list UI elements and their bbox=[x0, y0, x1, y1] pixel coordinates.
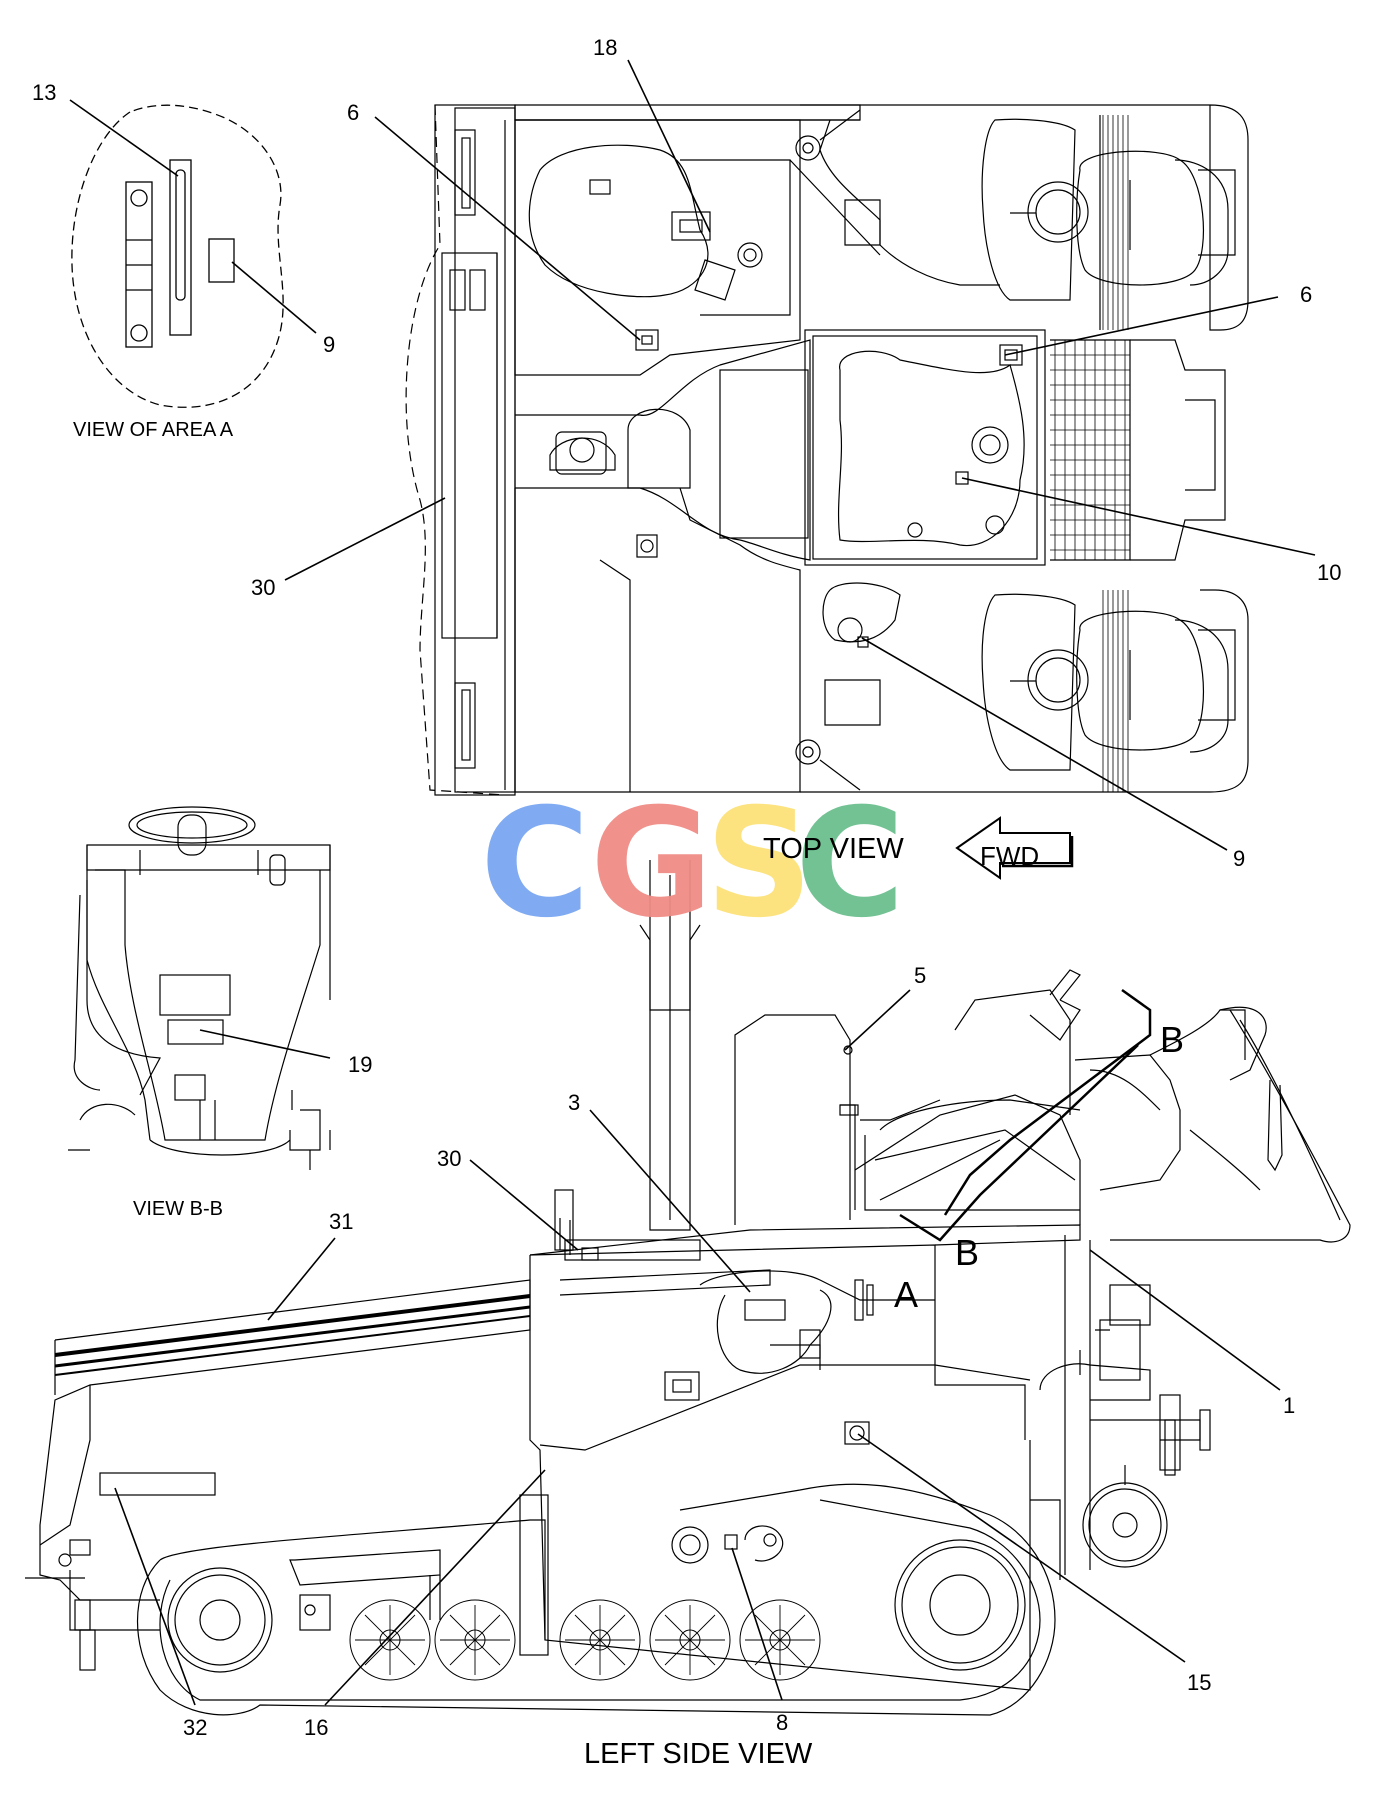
callout-1: 1 bbox=[1283, 1393, 1295, 1418]
section-letter-b-top: B bbox=[1160, 1019, 1184, 1060]
callout-9-area: 9 bbox=[323, 332, 335, 357]
left-side-view-caption: LEFT SIDE VIEW bbox=[584, 1738, 813, 1770]
section-letter-a: A bbox=[894, 1274, 918, 1315]
callout-15: 15 bbox=[1187, 1670, 1211, 1695]
area-a-inset bbox=[71, 104, 284, 408]
watermark-letter-4: C bbox=[795, 777, 905, 951]
callout-leaders bbox=[69, 59, 1316, 1706]
left-side-view bbox=[25, 860, 1351, 1716]
callout-6-left: 6 bbox=[347, 100, 359, 125]
watermark: C G S C bbox=[480, 777, 905, 951]
callout-8: 8 bbox=[776, 1710, 788, 1735]
watermark-letter-2: G bbox=[590, 777, 713, 951]
callout-3: 3 bbox=[568, 1090, 580, 1115]
view-bb bbox=[68, 806, 331, 1170]
view-of-area-a-caption: VIEW OF AREA A bbox=[73, 419, 234, 441]
callout-31: 31 bbox=[329, 1209, 353, 1234]
callout-16: 16 bbox=[304, 1715, 328, 1740]
callout-5: 5 bbox=[914, 963, 926, 988]
watermark-letter-1: C bbox=[480, 777, 590, 951]
watermark-letter-3: S bbox=[705, 777, 813, 951]
callout-9-top: 9 bbox=[1233, 846, 1245, 871]
fwd-arrow bbox=[955, 816, 1074, 880]
callout-10: 10 bbox=[1317, 560, 1341, 585]
top-view bbox=[405, 104, 1249, 796]
callout-30-side: 30 bbox=[437, 1146, 461, 1171]
callout-19: 19 bbox=[348, 1052, 372, 1077]
callout-18: 18 bbox=[593, 35, 617, 60]
section-letter-b-lower: B bbox=[955, 1232, 979, 1273]
callout-13: 13 bbox=[32, 80, 56, 105]
callout-32: 32 bbox=[183, 1715, 207, 1740]
view-bb-caption: VIEW B-B bbox=[133, 1198, 223, 1220]
top-view-caption: TOP VIEW bbox=[763, 833, 904, 865]
fwd-label: FWD bbox=[980, 841, 1039, 871]
callout-30-top: 30 bbox=[251, 575, 275, 600]
callout-6-right: 6 bbox=[1300, 282, 1312, 307]
